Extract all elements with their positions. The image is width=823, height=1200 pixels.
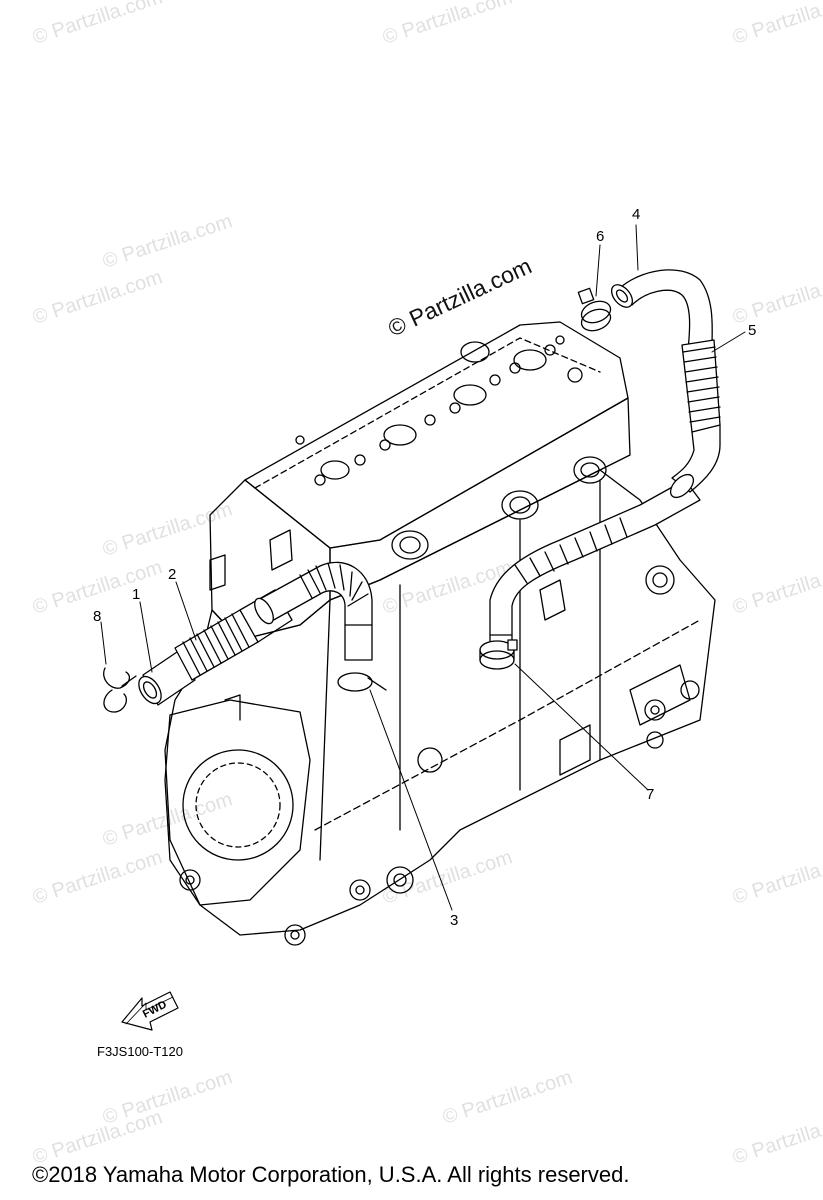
block-details <box>209 529 691 776</box>
leader-6 <box>595 244 601 297</box>
callout-5: 5 <box>748 322 757 339</box>
head-bolt-holes <box>295 335 583 486</box>
leader-3 <box>369 689 453 911</box>
exhaust-ports <box>391 456 607 560</box>
leader-8 <box>100 621 107 665</box>
callout-8: 8 <box>93 608 102 625</box>
part-6-clamp <box>577 287 612 332</box>
cylinder-head-top <box>244 321 629 549</box>
part-1-hose <box>138 649 196 706</box>
housing-opening-inner <box>195 762 281 848</box>
mount-bosses <box>179 565 700 946</box>
part-3-ring <box>337 672 387 692</box>
leader-lines <box>100 224 746 911</box>
part-4-upper-hose <box>610 269 713 351</box>
callout-2: 2 <box>168 566 177 583</box>
callout-6: 6 <box>596 228 605 245</box>
part-7-clamp <box>479 639 518 670</box>
callout-3: 3 <box>450 912 459 929</box>
leader-5 <box>711 331 746 353</box>
block-detail-circle <box>417 747 443 773</box>
elbow-hose-left <box>254 561 373 661</box>
block-detail-circle <box>393 873 407 887</box>
block-detail-circle <box>386 866 414 894</box>
cylinder-head-dashed-edge <box>254 337 601 489</box>
part-8-spring-clip <box>103 667 137 713</box>
callout-4: 4 <box>632 206 641 223</box>
copyright-footer: ©2018 Yamaha Motor Corporation, U.S.A. A… <box>32 1162 630 1187</box>
block-left-housing <box>164 699 311 906</box>
callout-1: 1 <box>132 586 141 603</box>
part-5-corrugated-hose <box>669 339 721 499</box>
leader-7 <box>514 663 649 791</box>
housing-opening <box>182 749 294 861</box>
long-corrugated-hose <box>489 479 701 651</box>
cylinder-head-front <box>329 397 631 601</box>
block-rib <box>319 479 601 861</box>
callout-7: 7 <box>646 786 655 803</box>
diagram-code: F3JS100-T120 <box>97 1044 183 1059</box>
forward-arrow-icon <box>121 991 179 1031</box>
leader-2 <box>175 581 197 641</box>
leader-1 <box>139 601 153 673</box>
leader-4 <box>635 224 639 271</box>
